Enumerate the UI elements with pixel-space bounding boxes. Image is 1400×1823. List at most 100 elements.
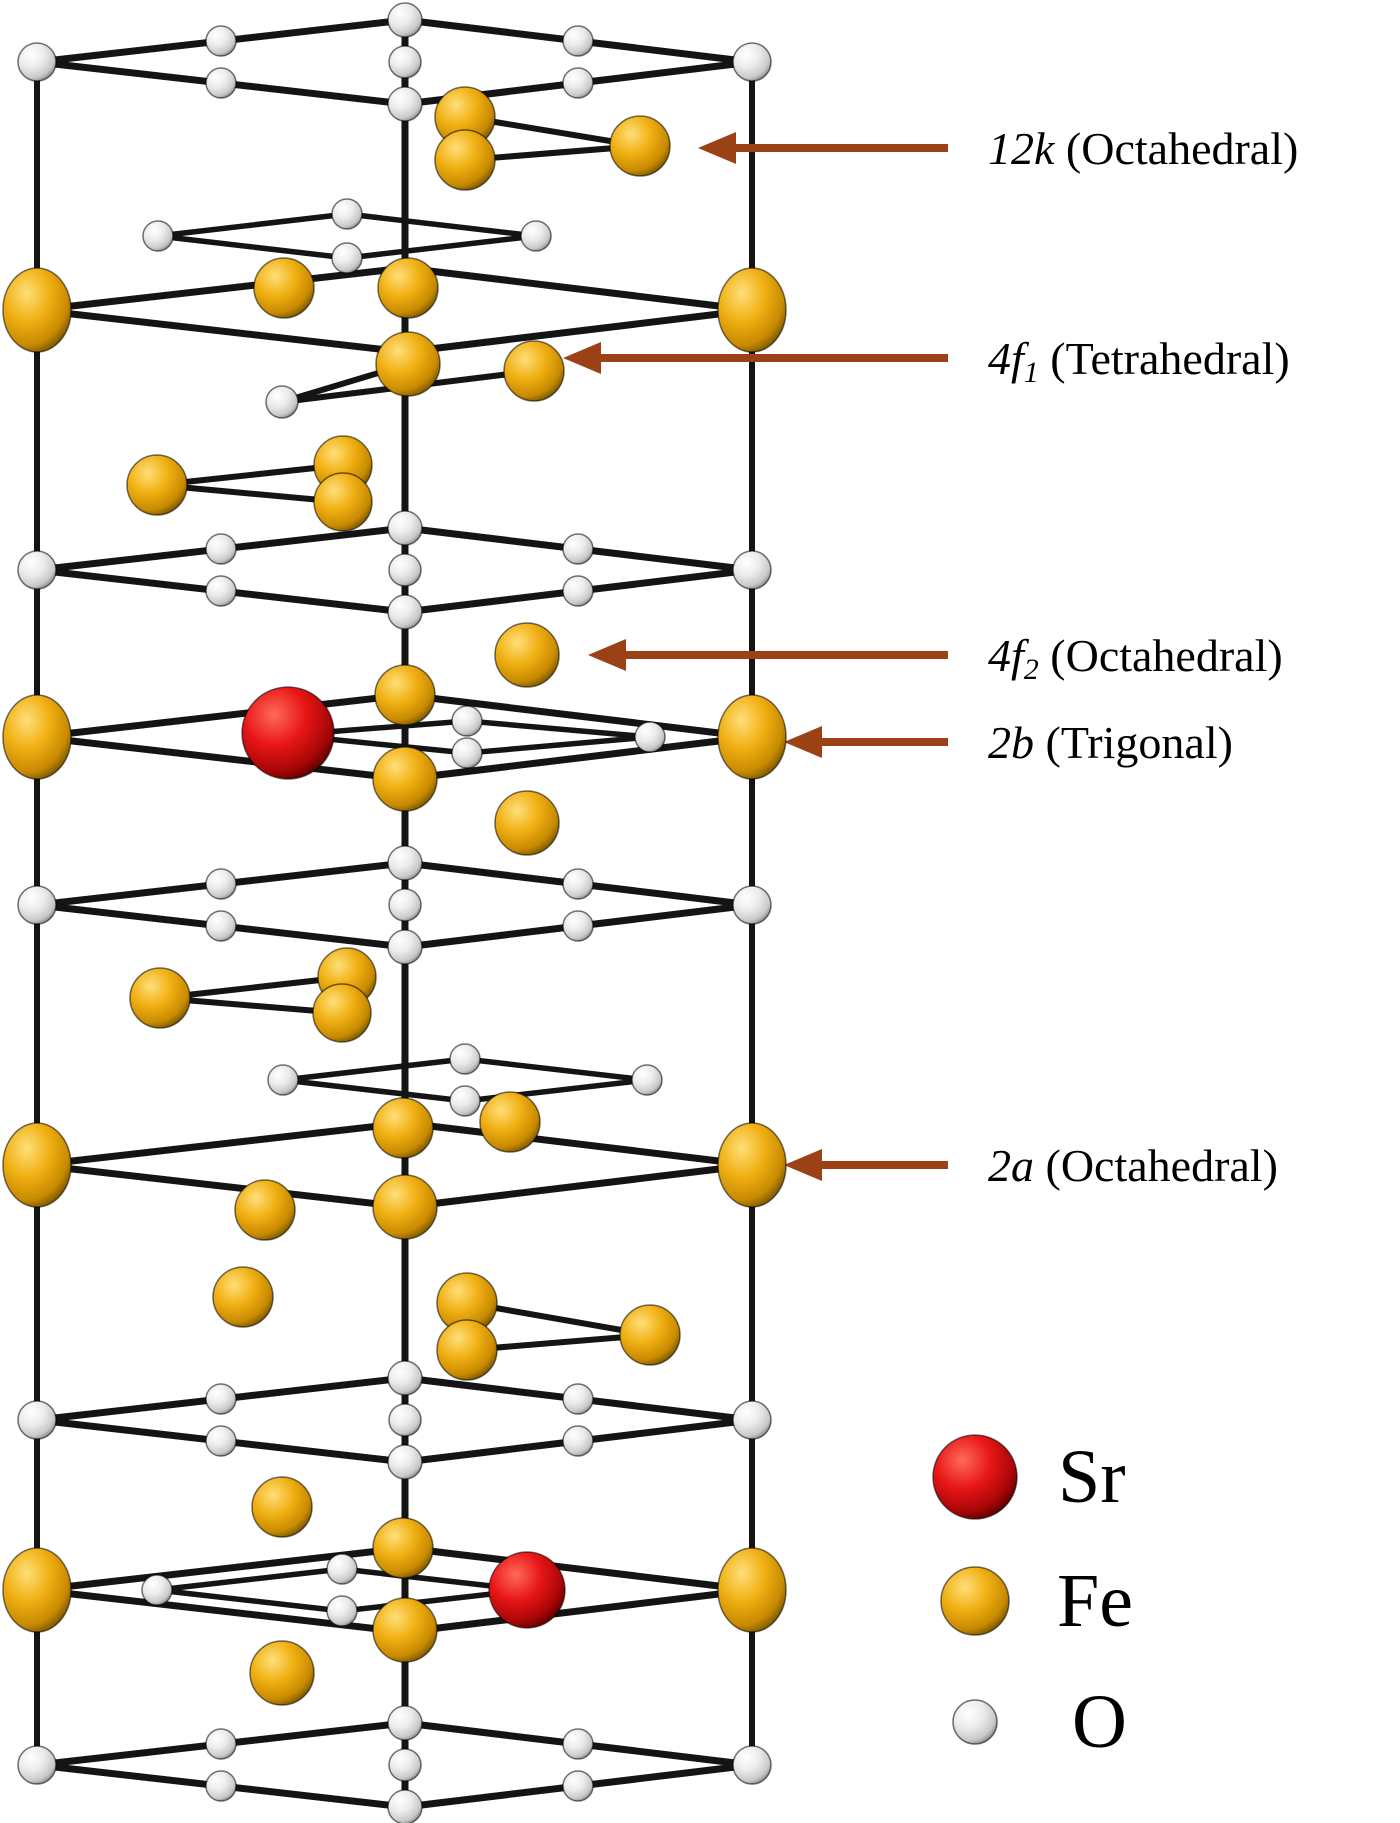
atom-o xyxy=(387,845,423,881)
site-labels: 12k (Octahedral)4f1 (Tetrahedral)4f2 (Oc… xyxy=(988,123,1298,1191)
atom-o xyxy=(387,86,423,122)
atom-o xyxy=(205,910,237,942)
atom-fe xyxy=(717,267,787,353)
atom-sr xyxy=(241,686,335,780)
atoms xyxy=(2,2,787,1823)
atom-o xyxy=(205,67,237,99)
atom-fe xyxy=(372,1097,434,1159)
atom-o xyxy=(17,1745,57,1785)
atom-o xyxy=(732,885,772,925)
atom-fe xyxy=(212,1266,274,1328)
atom-fe xyxy=(253,257,315,319)
atom-o xyxy=(387,510,423,546)
atom-fe xyxy=(372,1597,438,1663)
atom-o xyxy=(17,42,57,82)
atom-o xyxy=(562,1383,594,1415)
atom-o xyxy=(388,1403,422,1437)
atom-o xyxy=(388,45,422,79)
atom-o xyxy=(387,2,423,38)
atom-fe xyxy=(126,454,188,516)
atom-fe xyxy=(436,1319,498,1381)
atom-o xyxy=(205,1425,237,1457)
legend-sr-swatch xyxy=(932,1434,1018,1520)
atom-o xyxy=(267,1064,299,1096)
atom-o xyxy=(449,1043,481,1075)
atom-fe xyxy=(372,1174,438,1240)
site-label-12k: 12k (Octahedral) xyxy=(988,123,1298,174)
arrow-head-icon xyxy=(563,342,601,374)
atom-o xyxy=(520,220,552,252)
legend-fe-swatch xyxy=(940,1566,1010,1636)
atom-fe xyxy=(503,340,565,402)
atom-fe xyxy=(251,1476,313,1538)
atom-o xyxy=(388,1748,422,1782)
atom-o xyxy=(451,705,483,737)
bond xyxy=(464,1300,653,1338)
atom-fe xyxy=(249,1640,315,1706)
atom-o xyxy=(17,1400,57,1440)
legend-o-swatch xyxy=(952,1699,998,1745)
atom-o xyxy=(387,929,423,965)
atom-o xyxy=(205,1383,237,1415)
atom-o xyxy=(387,1705,423,1741)
atom-o xyxy=(331,242,363,274)
atom-o xyxy=(205,868,237,900)
atom-o xyxy=(205,1770,237,1802)
atom-fe xyxy=(717,694,787,780)
arrow-head-icon xyxy=(784,1149,822,1181)
atom-o xyxy=(388,553,422,587)
atom-o xyxy=(387,1444,423,1480)
annotation-arrow-4f1 xyxy=(563,342,948,374)
atom-o xyxy=(387,594,423,630)
annotation-arrows xyxy=(563,132,948,1181)
atom-fe xyxy=(2,694,72,780)
atom-o xyxy=(562,1425,594,1457)
atom-fe xyxy=(129,967,191,1029)
atom-o xyxy=(17,885,57,925)
atom-fe xyxy=(2,1547,72,1633)
atom-fe xyxy=(313,472,373,532)
atom-fe xyxy=(2,267,72,353)
atom-o xyxy=(732,550,772,590)
atom-fe xyxy=(609,115,671,177)
annotation-arrow-4f2 xyxy=(588,639,948,671)
atom-o xyxy=(331,198,363,230)
atom-o xyxy=(141,1574,173,1606)
atom-o xyxy=(562,1770,594,1802)
atom-o xyxy=(205,533,237,565)
atom-o xyxy=(388,888,422,922)
atom-o xyxy=(634,721,666,753)
arrow-head-icon xyxy=(784,726,822,758)
atom-fe xyxy=(494,790,560,856)
arrow-head-icon xyxy=(588,639,626,671)
atom-o xyxy=(562,575,594,607)
atom-o xyxy=(562,25,594,57)
legend-o-label: O xyxy=(1072,1680,1127,1764)
atom-o xyxy=(265,385,299,419)
atom-fe xyxy=(375,331,441,397)
annotation-arrow-12k xyxy=(698,132,948,164)
atom-o xyxy=(17,550,57,590)
atom-o xyxy=(562,67,594,99)
atom-o xyxy=(449,1085,481,1117)
atom-o xyxy=(387,1360,423,1396)
atom-fe xyxy=(377,257,439,319)
atom-fe xyxy=(494,622,560,688)
atom-o xyxy=(142,220,174,252)
atom-o xyxy=(205,25,237,57)
atom-o xyxy=(631,1064,663,1096)
atom-fe xyxy=(717,1547,787,1633)
atom-fe xyxy=(717,1122,787,1208)
atom-o xyxy=(562,910,594,942)
bond xyxy=(154,482,346,505)
atom-fe xyxy=(234,1179,296,1241)
atom-sr xyxy=(488,1551,566,1629)
site-label-4f2: 4f2 (Octahedral) xyxy=(988,630,1283,686)
atom-o xyxy=(562,868,594,900)
atom-fe xyxy=(372,1517,434,1579)
atom-fe xyxy=(434,129,496,191)
atom-o xyxy=(732,1400,772,1440)
site-label-2b: 2b (Trigonal) xyxy=(988,717,1233,768)
